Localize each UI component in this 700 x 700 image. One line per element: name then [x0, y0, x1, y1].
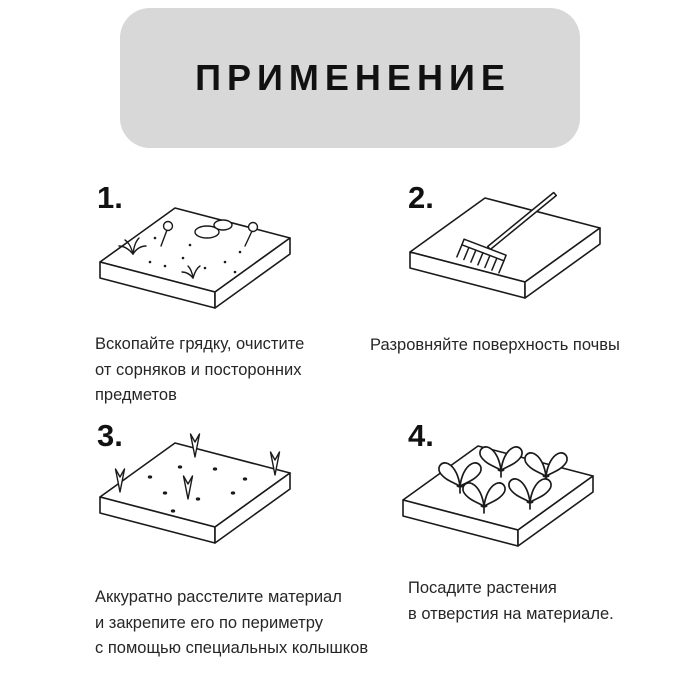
material-with-pegs-icon [95, 433, 305, 565]
garden-bed-with-weeds-icon [95, 200, 305, 330]
rake [456, 191, 558, 274]
step-3-number: 3. [97, 418, 123, 453]
garden-bed-slab [99, 207, 291, 309]
step-1-number: 1. [97, 180, 123, 215]
step-1-caption: Вскопайте грядку, очистите от сорняков и… [95, 335, 305, 405]
step-4-number: 4. [408, 418, 434, 453]
rake-head-bar [461, 238, 507, 262]
soil-dots [148, 236, 242, 274]
plants-in-holes-icon [398, 438, 608, 568]
step-2-number: 2. [408, 180, 434, 215]
material-sheet [99, 442, 291, 544]
rake-teeth [456, 244, 505, 274]
weed-heads [162, 220, 259, 233]
page-title: ПРИМЕНЕНИЕ [195, 57, 511, 98]
garden-bed-slab [409, 197, 601, 299]
header-banner: ПРИМЕНЕНИЕ [120, 8, 580, 148]
rake-leveling-soil-icon [405, 190, 615, 320]
step-3-caption: Аккуратно расстелите материал и закрепит… [95, 588, 369, 658]
stones [194, 219, 233, 239]
step-2-caption: Разровняйте поверхность почвы [370, 336, 620, 354]
step-4-caption: Посадите растения в отверстия на материа… [408, 579, 614, 623]
weed-tufts [118, 229, 253, 279]
material-holes [147, 465, 248, 513]
